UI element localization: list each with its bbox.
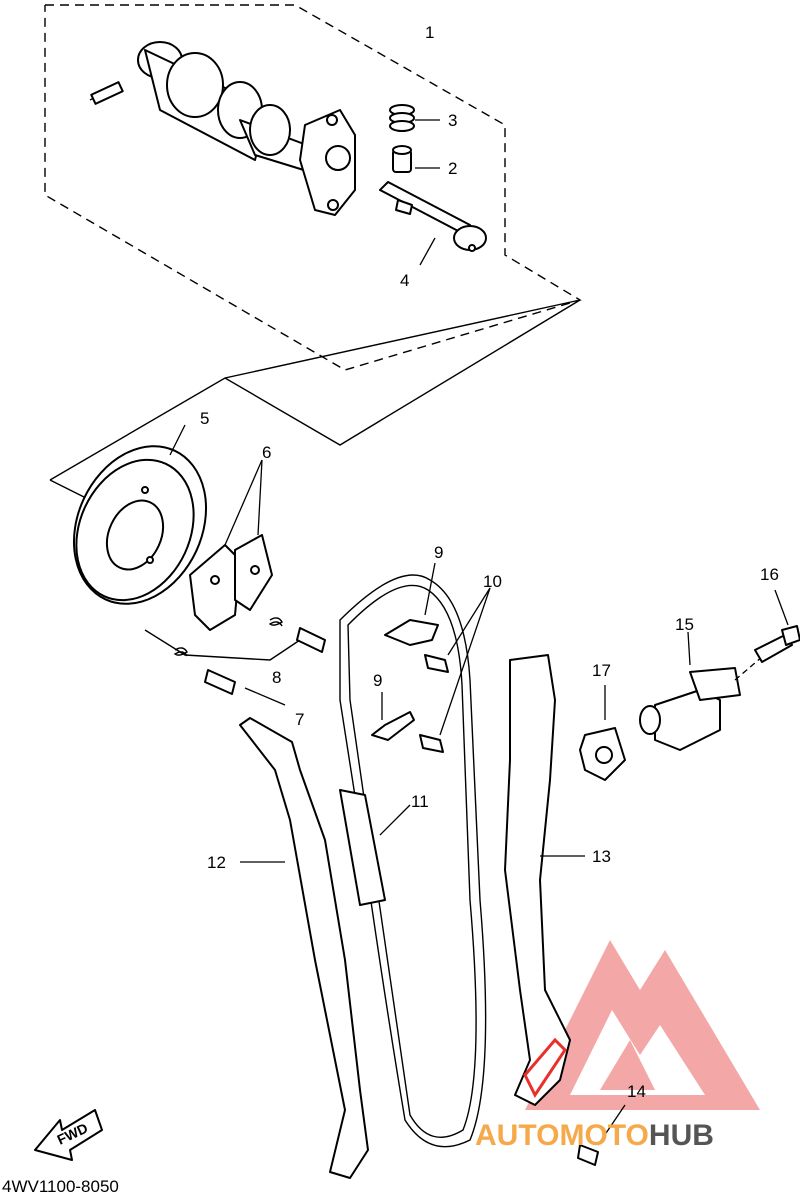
callout-12: 12: [207, 853, 226, 872]
decompression-shaft-part: [379, 181, 487, 252]
callout-2: 2: [448, 159, 457, 178]
callout-6: 6: [262, 443, 271, 462]
callout-4: 4: [400, 271, 409, 290]
callout-9a: 9: [434, 543, 443, 562]
spring-part: [389, 104, 415, 132]
camshaft-group-outline: [44, 4, 582, 371]
pivot-bolt-part: [523, 1037, 599, 1166]
cam-sprocket-part: [72, 445, 208, 605]
chain-guide-stopper-lower-part: [371, 711, 415, 741]
bolts-part-10: [419, 654, 449, 753]
camshaft-part: [89, 41, 356, 216]
chain-guide-exhaust-part: [239, 717, 369, 1179]
callout-16: 16: [760, 565, 779, 584]
callout-5: 5: [200, 409, 209, 428]
callout-10: 10: [483, 572, 502, 591]
forward-direction-arrow-icon: FWD: [34, 1109, 103, 1161]
cam-chain-part: [339, 574, 487, 1148]
callout-7: 7: [295, 710, 304, 729]
callout-15: 15: [675, 615, 694, 634]
chain-guide-stopper-upper-part: [384, 619, 439, 646]
callout-13: 13: [592, 847, 611, 866]
callout-1: 1: [425, 23, 434, 42]
callout-14: 14: [627, 1082, 646, 1101]
callout-17: 17: [592, 661, 611, 680]
small-springs-part: [173, 617, 283, 657]
cam-chain-tensioner-part: [639, 667, 741, 751]
watermark-moto: MOTO: [559, 1119, 648, 1152]
watermark-auto: AUTO: [475, 1119, 559, 1152]
watermark-text: AUTOMOTOHUB: [475, 1119, 714, 1152]
watermark-hub: HUB: [649, 1119, 714, 1152]
callout-9b: 9: [373, 671, 382, 690]
catalog-code: 4WV1100-8050: [2, 1177, 119, 1195]
callout-3: 3: [448, 111, 457, 130]
tensioner-gasket-part: [579, 727, 626, 781]
sprocket-assembly-outline: [49, 299, 581, 481]
pin-part: [392, 145, 412, 173]
callout-8: 8: [272, 668, 281, 687]
bolts-part-7: [204, 627, 326, 695]
watermark-logo-icon: [525, 940, 760, 1110]
tensioner-bolt-part: [754, 625, 800, 663]
chain-tensioner-guide-part: [504, 654, 571, 1106]
callout-11: 11: [411, 792, 429, 811]
sprocket-outline-left: [49, 479, 91, 501]
decompression-plates-part: [189, 534, 273, 631]
